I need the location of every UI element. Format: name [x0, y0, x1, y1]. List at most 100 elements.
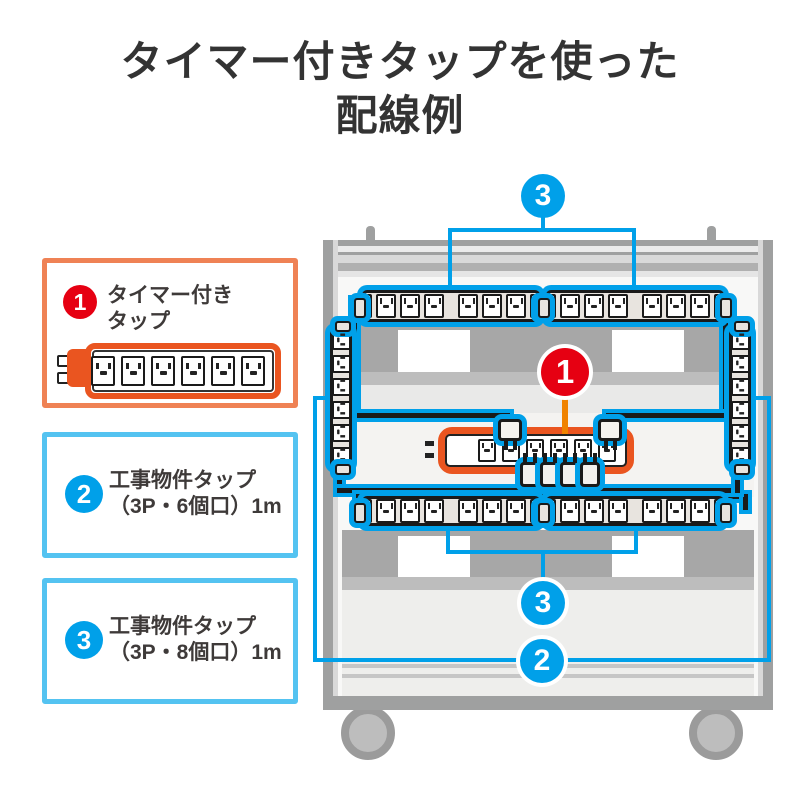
callout3-top-leg-right — [632, 228, 636, 292]
outlet — [584, 294, 604, 318]
outlet — [608, 294, 628, 318]
callout3-bottom-leg-right — [634, 526, 638, 554]
page-title-line2: 配線例 — [335, 92, 465, 139]
outlet — [690, 499, 710, 523]
rack-bottom-bar — [323, 696, 773, 710]
legend-label-2: 工事物件タップ （3P・6個口）1m — [109, 469, 282, 518]
rack-rail — [333, 263, 763, 271]
rack-side-column-left — [323, 240, 338, 710]
plug-prong — [543, 453, 547, 463]
outlet — [642, 294, 662, 318]
callout1-line — [562, 394, 568, 434]
callout-circle-2: 2 — [520, 639, 564, 683]
outlet — [666, 294, 686, 318]
plug-prong — [533, 453, 537, 463]
outlet — [331, 331, 351, 350]
legend-item-8port-tap: 3 工事物件タップ （3P・8個口）1m — [42, 578, 298, 704]
plug-bottom-2 — [540, 462, 560, 487]
outlet — [352, 294, 372, 318]
callout3-top-leg-left — [448, 228, 452, 292]
callout3-top-stub — [541, 216, 545, 232]
power-cable — [352, 299, 357, 418]
outlet — [458, 499, 478, 523]
rack-hook — [366, 226, 375, 242]
power-strip-top-right — [536, 290, 734, 322]
plug-prong — [613, 441, 617, 450]
outlet — [400, 294, 420, 318]
power-cable — [352, 413, 510, 418]
outlet — [376, 499, 396, 523]
outlet — [730, 354, 750, 373]
legend-label-3: 工事物件タップ （3P・8個口）1m — [109, 615, 282, 664]
outlet — [181, 356, 205, 386]
callout2-stub-left — [313, 396, 335, 400]
timer-tap-outlets — [91, 350, 274, 392]
power-cable — [743, 494, 748, 510]
outlet — [714, 294, 734, 318]
outlet — [714, 499, 734, 523]
callout-circle-3-bottom: 3 — [521, 581, 565, 625]
outlet — [121, 356, 145, 386]
outlet — [560, 294, 580, 318]
legend-number-badge-2: 2 — [65, 475, 103, 513]
outlet — [331, 446, 351, 465]
plug-prong — [583, 453, 587, 463]
power-cable — [337, 488, 529, 493]
plug-prong — [504, 441, 508, 450]
power-cable — [527, 485, 532, 491]
outlet — [331, 377, 351, 396]
outlet — [331, 354, 351, 373]
outlet — [482, 294, 502, 318]
shelf-cutout — [612, 536, 684, 577]
callout3-bottom-leg-left — [446, 526, 450, 554]
outlet — [151, 356, 175, 386]
power-cable — [606, 413, 728, 418]
legend-item-6port-tap: 2 工事物件タップ （3P・6個口）1m — [42, 432, 298, 558]
outlet — [331, 400, 351, 419]
outlet — [352, 499, 372, 523]
outlet — [730, 331, 750, 350]
plug-prong — [563, 453, 567, 463]
callout3-top-bracket — [448, 228, 636, 232]
legend-label-1: タイマー付き タップ — [107, 284, 233, 333]
callout-circle-3-top: 3 — [521, 174, 565, 218]
callout3-bottom-stub — [541, 550, 545, 584]
legend-number-badge-3: 3 — [65, 621, 103, 659]
callout2-stub-right — [749, 396, 771, 400]
outlet — [666, 499, 686, 523]
outlet — [526, 439, 544, 462]
outlet — [506, 294, 526, 318]
legend-item-timer-tap: 1 タイマー付き タップ — [42, 258, 298, 408]
timer-tap-prong — [425, 441, 434, 446]
callout2-riser-right — [767, 396, 771, 662]
outlet — [608, 499, 628, 523]
power-cable — [337, 467, 342, 493]
outlet — [730, 400, 750, 419]
plug-top-left — [498, 419, 522, 441]
power-strip-bottom-right — [536, 496, 734, 526]
outlet — [536, 294, 556, 318]
outlet — [478, 439, 496, 462]
power-cable — [723, 299, 728, 418]
rack-top-bar-stripe — [333, 246, 763, 252]
outlet — [400, 499, 420, 523]
shelf-cutout — [398, 536, 470, 577]
outlet — [730, 423, 750, 442]
power-cable — [587, 488, 740, 493]
plug-prong — [593, 453, 597, 463]
power-cable — [735, 467, 740, 493]
power-cable — [567, 485, 572, 497]
callout-circle-1: 1 — [541, 348, 589, 396]
power-strip-top-left — [352, 290, 550, 322]
plug-bottom-1 — [520, 462, 540, 487]
plug-prong — [573, 453, 577, 463]
plug-prong — [523, 453, 527, 463]
legend-number-badge-1: 1 — [63, 285, 97, 319]
plug-bottom-4 — [580, 462, 600, 487]
outlet — [211, 356, 235, 386]
rack-hook — [707, 226, 716, 242]
timer-tap-illustration — [57, 343, 281, 399]
plug-top-right — [598, 419, 622, 441]
outlet — [376, 294, 396, 318]
